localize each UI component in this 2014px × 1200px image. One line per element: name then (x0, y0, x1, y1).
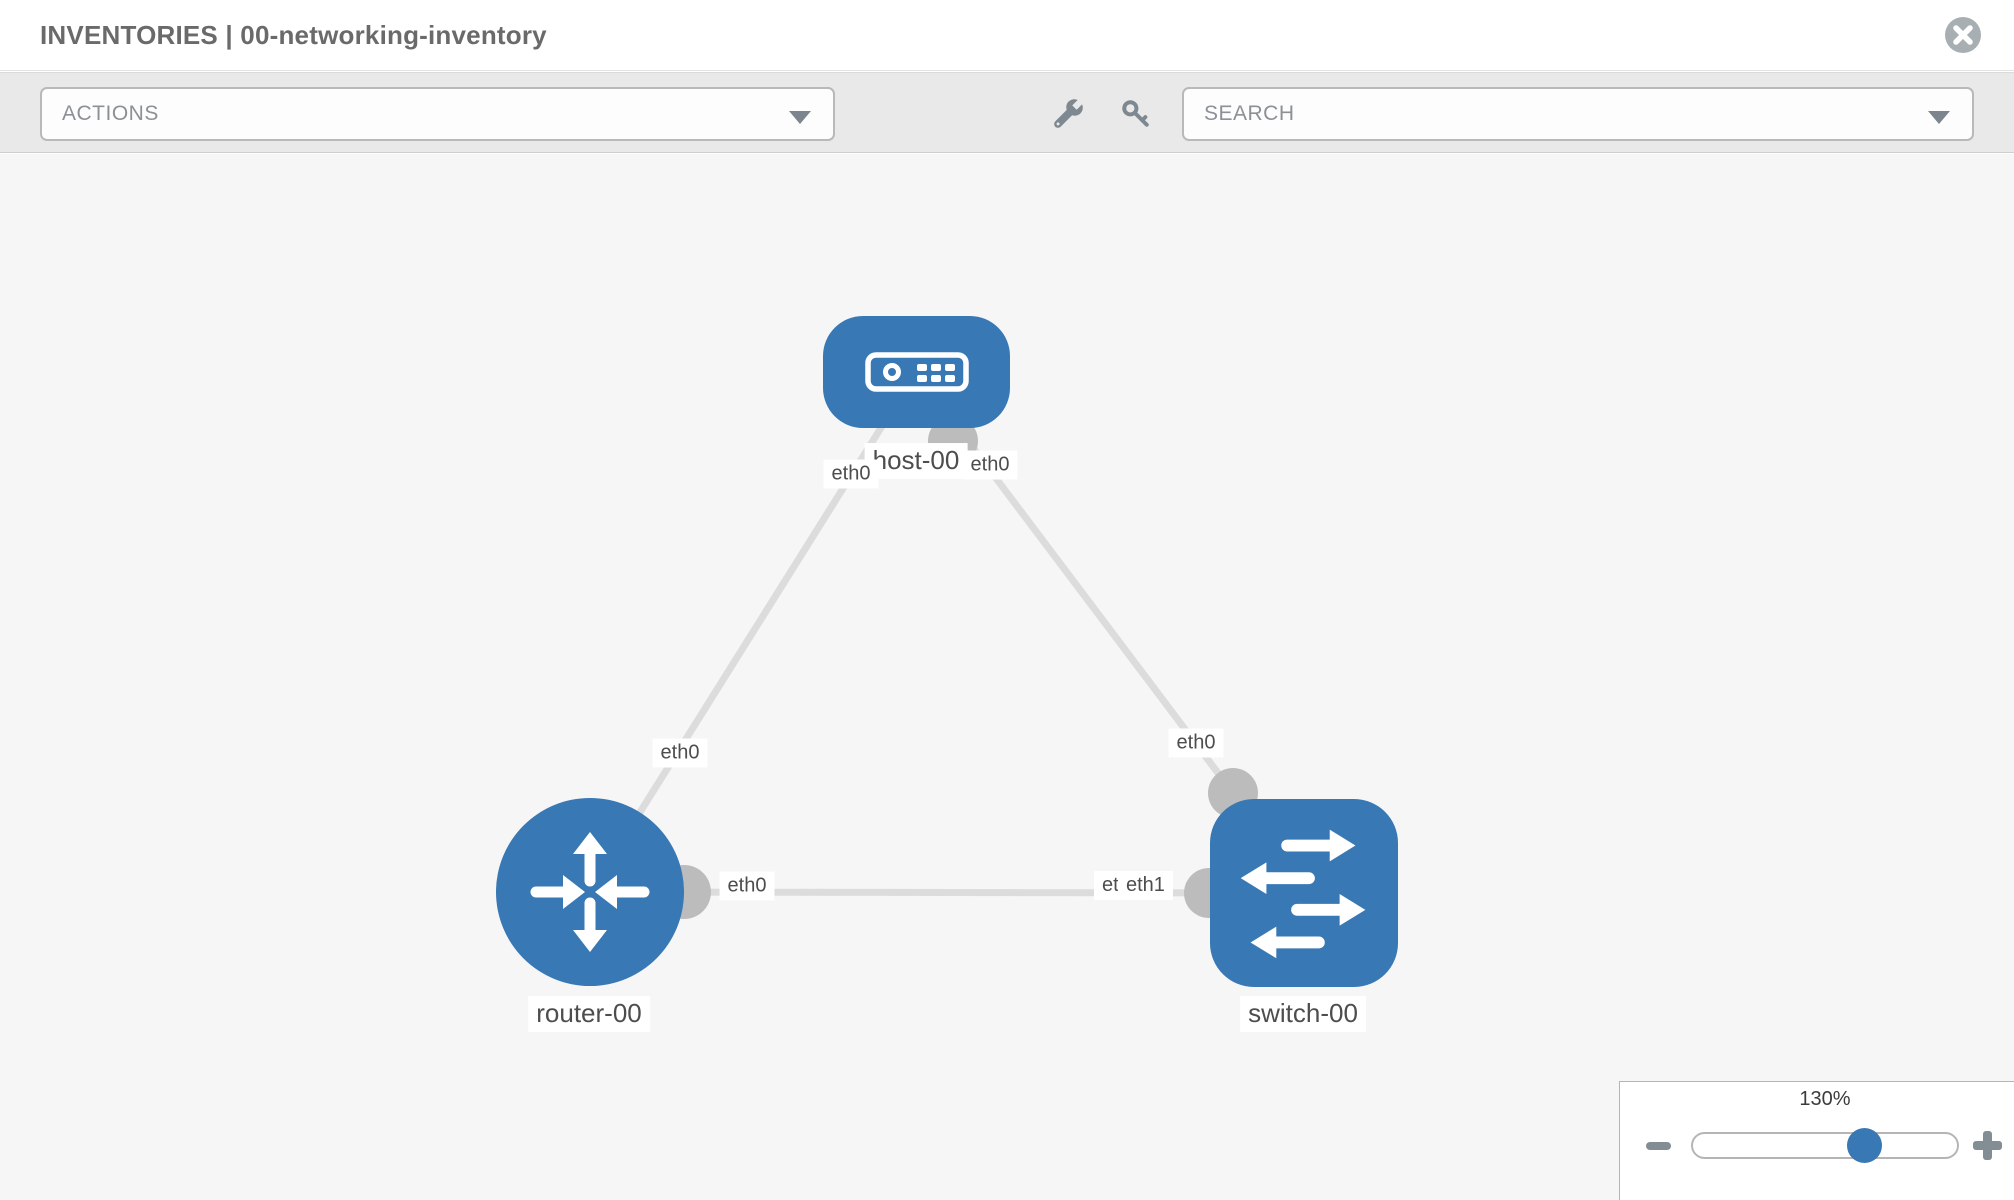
close-icon (1945, 17, 1981, 53)
key-icon (1122, 100, 1149, 127)
search-dropdown-label: SEARCH (1204, 102, 1295, 125)
router-icon (530, 832, 650, 952)
header: INVENTORIES | 00-networking-inventory (0, 0, 2014, 71)
close-button[interactable] (1944, 16, 1982, 54)
node-host-00[interactable] (823, 316, 1010, 428)
iface-label-router-top: eth0 (652, 738, 708, 768)
node-label-router: router-00 (528, 996, 650, 1032)
zoom-slider-track[interactable] (1691, 1132, 1959, 1159)
credentials-button[interactable] (1116, 97, 1156, 133)
iface-label-switch-top: eth0 (1168, 728, 1224, 758)
zoom-level-label: 130% (1799, 1088, 1851, 1110)
topology-links (587, 369, 1305, 897)
zoom-slider-handle[interactable] (1847, 1128, 1882, 1163)
node-router-00[interactable] (496, 798, 684, 986)
switch-icon (1240, 829, 1366, 959)
node-label-host: host-00 (864, 443, 968, 479)
node-label-switch: switch-00 (1240, 996, 1366, 1032)
minus-icon (1646, 1142, 1671, 1150)
iface-label-switch-left-eth1: eth1 (1118, 871, 1173, 900)
topology-canvas[interactable]: host-00 router-00 switch-00 eth0 eth0 et… (0, 154, 2014, 1200)
zoom-panel: 130% (1619, 1081, 2014, 1200)
search-dropdown[interactable]: SEARCH (1182, 87, 1974, 141)
node-switch-00[interactable] (1210, 799, 1398, 987)
zoom-in-button[interactable] (1972, 1128, 2004, 1162)
wrench-icon (1054, 99, 1083, 128)
iface-label-host-right: eth0 (962, 450, 1018, 480)
actions-dropdown-label: ACTIONS (62, 102, 159, 125)
host-icon (864, 352, 969, 392)
page-title: INVENTORIES | 00-networking-inventory (40, 19, 547, 50)
chevron-down-icon (1928, 111, 1950, 124)
configure-button[interactable] (1048, 97, 1088, 133)
iface-label-router-right: eth0 (719, 871, 775, 901)
toolbar: ACTIONS SEARCH (0, 72, 2014, 153)
actions-dropdown[interactable]: ACTIONS (40, 87, 835, 141)
zoom-out-button[interactable] (1644, 1132, 1674, 1158)
link-host-router[interactable] (587, 370, 919, 894)
iface-label-host-left: eth0 (823, 459, 879, 489)
chevron-down-icon (789, 111, 811, 124)
